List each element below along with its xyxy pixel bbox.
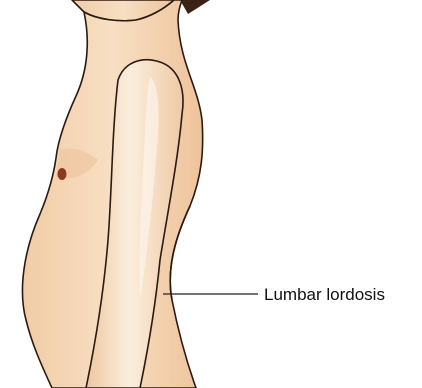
lumbar-lordosis-label: Lumbar lordosis [264,285,385,304]
hair-tip [180,0,210,14]
nipple-mark [58,168,67,180]
